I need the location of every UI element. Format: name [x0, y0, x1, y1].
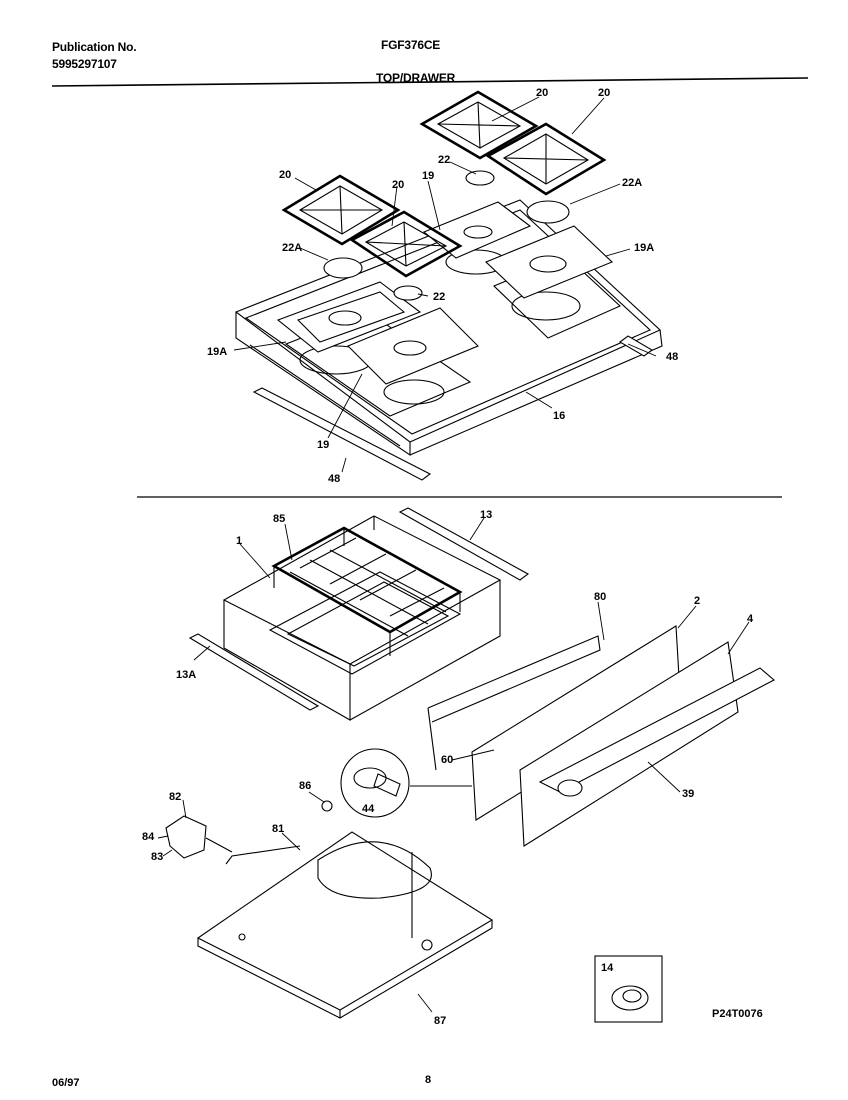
model-number: FGF376CE: [381, 38, 441, 52]
drawer-front: [427, 625, 775, 847]
inset-box-14: [594, 955, 663, 1023]
callout-cap-22a-left: 22A: [282, 242, 302, 254]
callout-grate-a: 20: [536, 87, 548, 99]
callout-grate-d: 20: [392, 179, 404, 191]
callout-rod-80: 80: [594, 591, 606, 603]
callout-cap-22a-right: 22A: [622, 177, 642, 189]
callout-knob-44: 44: [362, 803, 375, 815]
callout-trim-48-right: 48: [666, 351, 678, 363]
broiler-assembly: [165, 800, 494, 1019]
callout-pan-19a-left: 19A: [207, 346, 227, 358]
callout-clip-86: 86: [299, 780, 311, 792]
callout-pan-19a-right: 19A: [634, 242, 654, 254]
callout-part-82: 82: [169, 791, 181, 803]
drawer-slides: [188, 507, 530, 711]
callout-cap-22-mid: 22: [433, 291, 445, 303]
callout-front-2: 2: [694, 595, 700, 607]
publication-number: 5995297107: [52, 57, 117, 71]
footer-date: 06/97: [52, 1077, 80, 1089]
callout-drawer-1: 1: [236, 535, 242, 547]
callout-pan-19-top: 19: [422, 170, 434, 182]
callout-element-81: 81: [272, 823, 284, 835]
callout-rack-85: 85: [273, 513, 285, 525]
burner-pans: [276, 201, 613, 385]
side-trim-left: [252, 387, 432, 481]
drawer-body: [222, 515, 502, 721]
callout-grate-c: 20: [279, 169, 291, 181]
callout-slide-13a: 13A: [176, 669, 196, 681]
callout-top-16: 16: [553, 410, 565, 422]
callout-pan-19-bottom: 19: [317, 439, 329, 451]
callout-pan-87: 87: [434, 1015, 446, 1027]
publication-label: Publication No.: [52, 40, 137, 54]
callout-part-83: 83: [151, 851, 163, 863]
callout-screw-60: 60: [441, 754, 453, 766]
callout-part-84: 84: [142, 831, 155, 843]
knob-detail: [340, 748, 472, 818]
callout-handle-39: 39: [682, 788, 694, 800]
header-rule: [51, 77, 809, 87]
callout-labels: 20 20 20 20 22 22A 19 22A 19A 22 19A 48 …: [142, 87, 754, 1027]
leader-lines: [157, 96, 750, 1013]
callout-grate-b: 20: [598, 87, 610, 99]
callout-cap-22-top: 22: [438, 154, 450, 166]
footer-page: 8: [425, 1074, 432, 1086]
callout-trim-48-bottom: 48: [328, 473, 340, 485]
callout-box-14: 14: [601, 962, 614, 974]
grates: [281, 90, 607, 278]
drawer-rack: [271, 526, 463, 656]
callout-slide-13: 13: [480, 509, 492, 521]
drawing-code: P24T0076: [712, 1008, 763, 1020]
burner-caps: [323, 170, 570, 301]
callout-panel-4: 4: [747, 613, 754, 625]
